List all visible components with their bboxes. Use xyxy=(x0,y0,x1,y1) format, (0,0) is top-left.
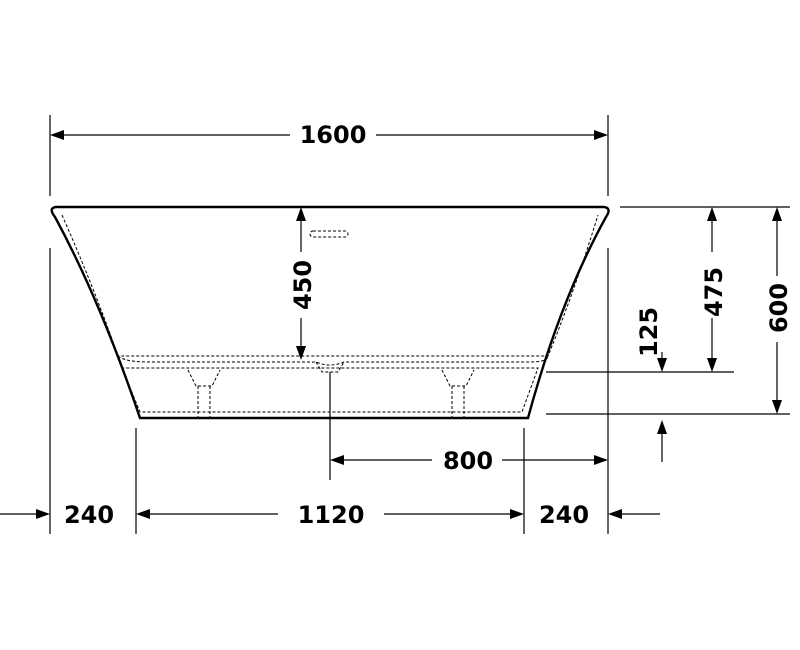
overall-length-label: 1600 xyxy=(300,121,367,149)
extension-lines xyxy=(49,115,790,534)
right-foot xyxy=(441,369,475,418)
dimension-overall-length: 1600 xyxy=(50,121,608,149)
drain-offset-label: 800 xyxy=(443,447,493,475)
dimension-foot-height: 125 xyxy=(635,307,667,462)
inner-basin-line xyxy=(61,214,599,357)
left-foot xyxy=(187,369,221,418)
dimension-inner-depth: 450 xyxy=(289,207,317,360)
overflow-height-label: 475 xyxy=(700,267,728,317)
basin-floor-line xyxy=(117,355,549,366)
dimension-right-overhang: 240 xyxy=(539,501,660,529)
base-length-label: 1120 xyxy=(298,501,365,529)
dimension-left-overhang: 240 xyxy=(0,501,114,529)
foot-height-label: 125 xyxy=(635,307,663,357)
dimension-overflow-height: 475 xyxy=(700,207,728,372)
bathtub-side-view xyxy=(50,205,610,420)
left-overhang-label: 240 xyxy=(64,501,114,529)
dimension-base-length: 1120 xyxy=(136,501,524,529)
bathtub-outline xyxy=(50,205,610,420)
inner-depth-label: 450 xyxy=(289,260,317,310)
overflow-slot xyxy=(309,230,349,238)
overall-height-label: 600 xyxy=(765,283,793,333)
base-frame-line xyxy=(121,367,539,413)
drain xyxy=(315,361,345,373)
right-overhang-label: 240 xyxy=(539,501,589,529)
dimension-drain-offset: 800 xyxy=(330,447,608,475)
dimension-overall-height: 600 xyxy=(765,207,793,414)
